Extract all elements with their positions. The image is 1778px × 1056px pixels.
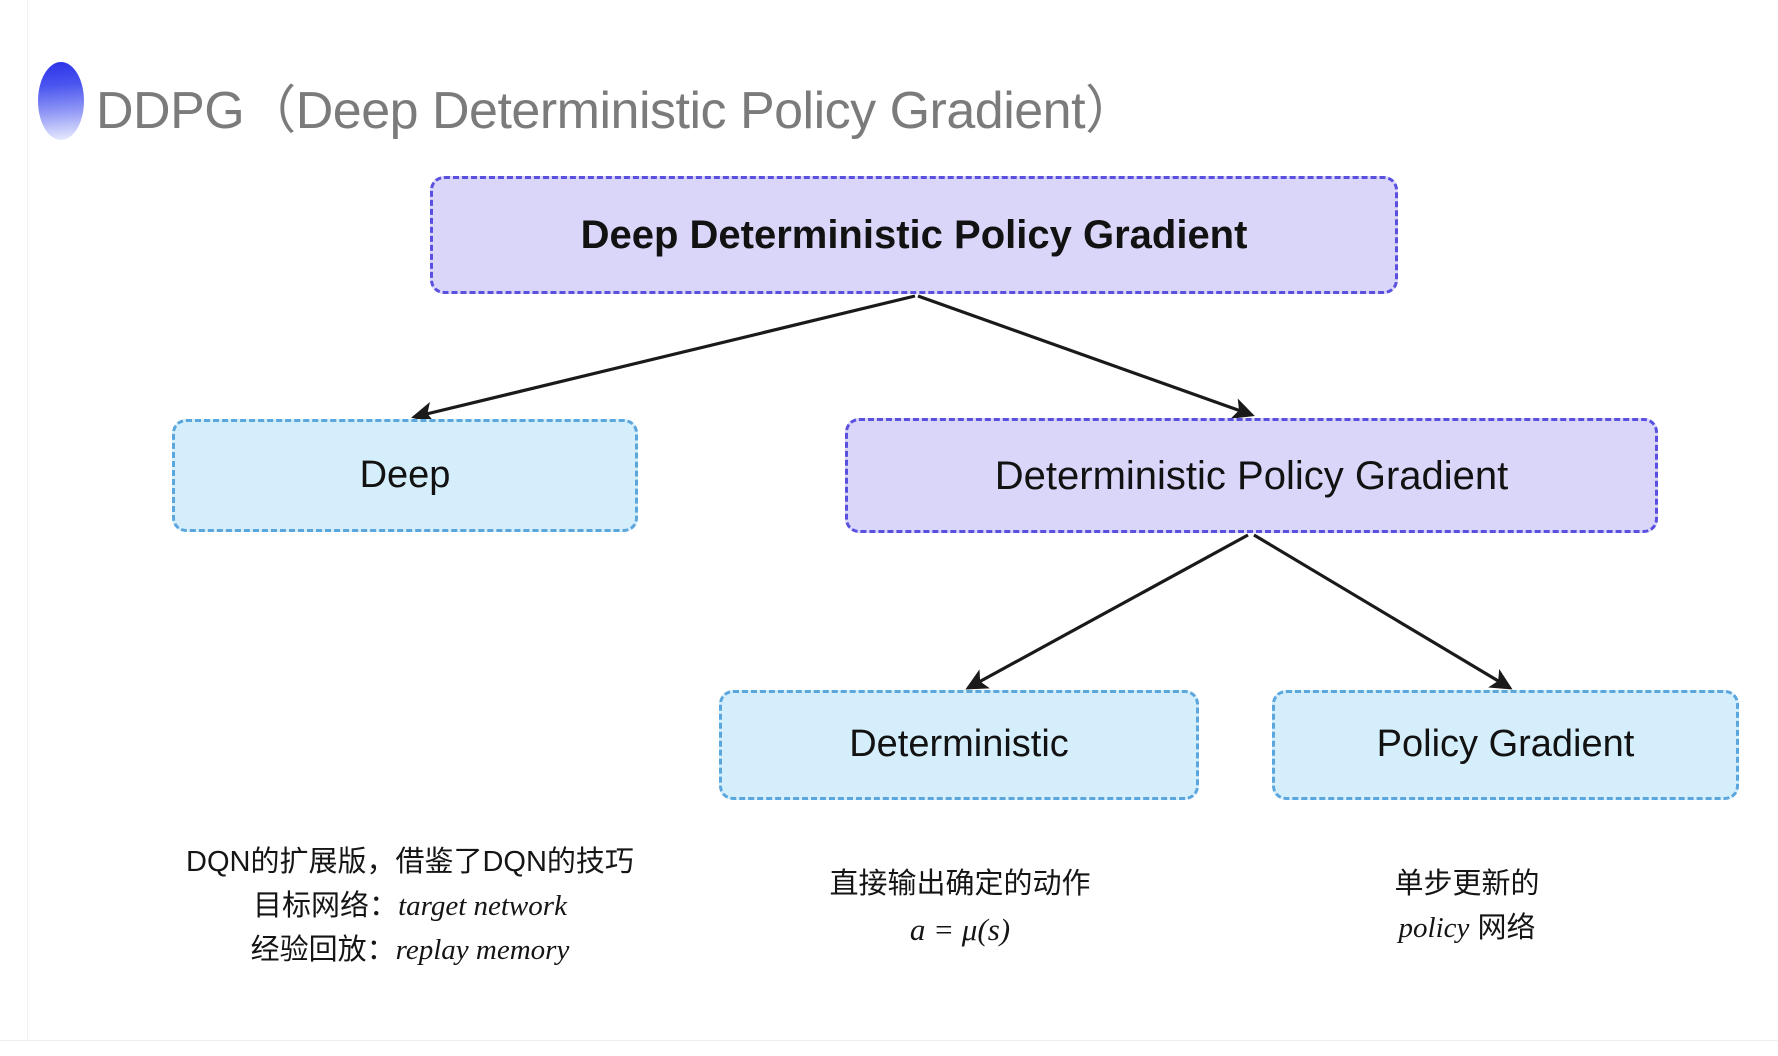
title-bullet-icon — [38, 62, 84, 140]
node-root[interactable]: Deep Deterministic Policy Gradient — [430, 176, 1398, 294]
node-policy-gradient[interactable]: Policy Gradient — [1272, 690, 1739, 800]
node-deterministic[interactable]: Deterministic — [719, 690, 1199, 800]
node-deep[interactable]: Deep — [172, 419, 638, 532]
caption-deterministic: 直接输出确定的动作 a = μ(s) — [770, 862, 1150, 953]
caption-deep-line3-term: replay memory — [395, 934, 570, 967]
caption-deep-line2-term: target network — [398, 890, 567, 923]
caption-deep-line2: 目标网络：target network — [150, 884, 670, 928]
caption-deep: DQN的扩展版，借鉴了DQN的技巧 目标网络：target network 经验… — [150, 840, 670, 972]
caption-deterministic-line1: 直接输出确定的动作 — [829, 868, 1091, 900]
caption-deep-line3-label: 经验回放： — [250, 934, 396, 967]
caption-deep-line2-label: 目标网络： — [253, 890, 399, 923]
caption-policy-gradient: 单步更新的 policy 网络 — [1282, 862, 1652, 950]
caption-policy-gradient-line1: 单步更新的 — [1394, 868, 1540, 900]
slide-left-edge — [0, 0, 28, 1056]
page-title: DDPG（Deep Deterministic Policy Gradient） — [96, 82, 1137, 140]
caption-deterministic-formula: a = μ(s) — [909, 912, 1011, 948]
caption-policy-gradient-term: policy — [1398, 912, 1470, 945]
caption-policy-gradient-line2: policy 网络 — [1282, 906, 1652, 950]
caption-policy-gradient-tail: 网络 — [1469, 912, 1536, 945]
caption-deep-line3: 经验回放：replay memory — [150, 928, 670, 972]
caption-deep-line1: DQN的扩展版，借鉴了DQN的技巧 — [186, 846, 634, 878]
slide-bottom-edge — [0, 1040, 1778, 1056]
node-deterministic-policy-gradient[interactable]: Deterministic Policy Gradient — [845, 418, 1658, 533]
